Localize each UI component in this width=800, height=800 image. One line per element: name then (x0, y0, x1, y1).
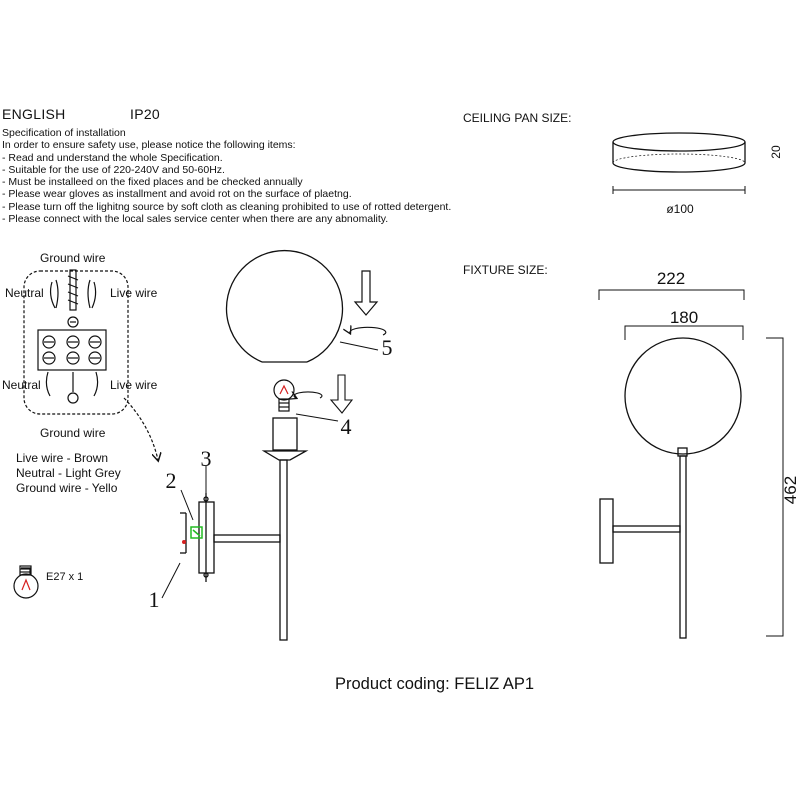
fixture-size-title: FIXTURE SIZE: (463, 263, 548, 277)
specification-block: Specification of installation In order t… (2, 127, 451, 225)
spec-line: - Suitable for the use of 220-240V and 5… (2, 163, 225, 176)
legend-item: Ground wire - Yello (16, 481, 118, 495)
globe-width-label: 180 (670, 308, 698, 327)
live-wire-top-label: Live wire (110, 286, 158, 300)
legend-item: Neutral - Light Grey (16, 466, 121, 480)
glass-globe (225, 249, 344, 363)
globe-width-dimension (624, 325, 744, 340)
ceiling-pan-diameter-dimension (612, 186, 746, 194)
mounting-terminal (190, 526, 203, 539)
neutral-bottom-label: Neutral (2, 378, 41, 392)
legend-item: Live wire - Brown (16, 451, 109, 465)
spec-title: Specification of installation (2, 127, 126, 139)
fixture-height-label: 462 (781, 476, 800, 504)
ground-wire-top-label: Ground wire (40, 251, 106, 265)
ground-wire-bottom-label: Ground wire (40, 426, 106, 440)
ceiling-pan-drawing (612, 132, 746, 173)
spec-line: - Please turn off the lighitng source by… (2, 200, 452, 213)
spec-line: - Read and understand the whole Specific… (2, 151, 223, 164)
part-number-3: 3 (201, 446, 212, 471)
spec-line: - Please connect with the local sales se… (2, 213, 389, 226)
fixture-width-label: 222 (657, 269, 685, 288)
neutral-top-label: Neutral (5, 286, 44, 300)
ceiling-pan-title: CEILING PAN SIZE: (463, 111, 572, 125)
bulb-spec-label: E27 x 1 (46, 571, 84, 583)
screw-dot (182, 540, 186, 544)
globe-down-arrow (353, 270, 379, 316)
bulb-rotation-arrow (294, 374, 354, 422)
spec-line: - Must be installeed on the fixed places… (2, 176, 303, 189)
globe-rotation-arrow (339, 327, 387, 351)
spec-line: - Please wear gloves as installment and … (2, 188, 352, 201)
part-callouts (161, 466, 207, 599)
connection-arrow (123, 397, 158, 460)
ip-rating-label: IP20 (130, 106, 160, 122)
wiring-terminal-block (23, 269, 129, 415)
fixture-body (180, 417, 309, 641)
language-label: ENGLISH (2, 106, 66, 122)
bulb-icon (13, 565, 39, 599)
product-coding: Product coding: FELIZ AP1 (335, 675, 535, 693)
fixture-height-dimension (766, 337, 784, 637)
wire-color-legend: Live wire - Brown Neutral - Light Grey G… (16, 451, 121, 496)
part-number-1: 1 (149, 587, 160, 612)
ceiling-pan-diameter-label: ø100 (666, 202, 694, 216)
ceiling-pan-height-label: 20 (769, 145, 783, 159)
fixture-side-view (599, 337, 742, 639)
fixture-width-dimension (598, 289, 745, 300)
part-number-4: 4 (341, 414, 352, 439)
spec-line: In order to ensure safety use, please no… (2, 139, 296, 152)
part-number-2: 2 (166, 468, 177, 493)
live-wire-bottom-label: Live wire (110, 378, 158, 392)
part-number-5: 5 (382, 335, 393, 360)
bulb-drawing (273, 379, 295, 412)
